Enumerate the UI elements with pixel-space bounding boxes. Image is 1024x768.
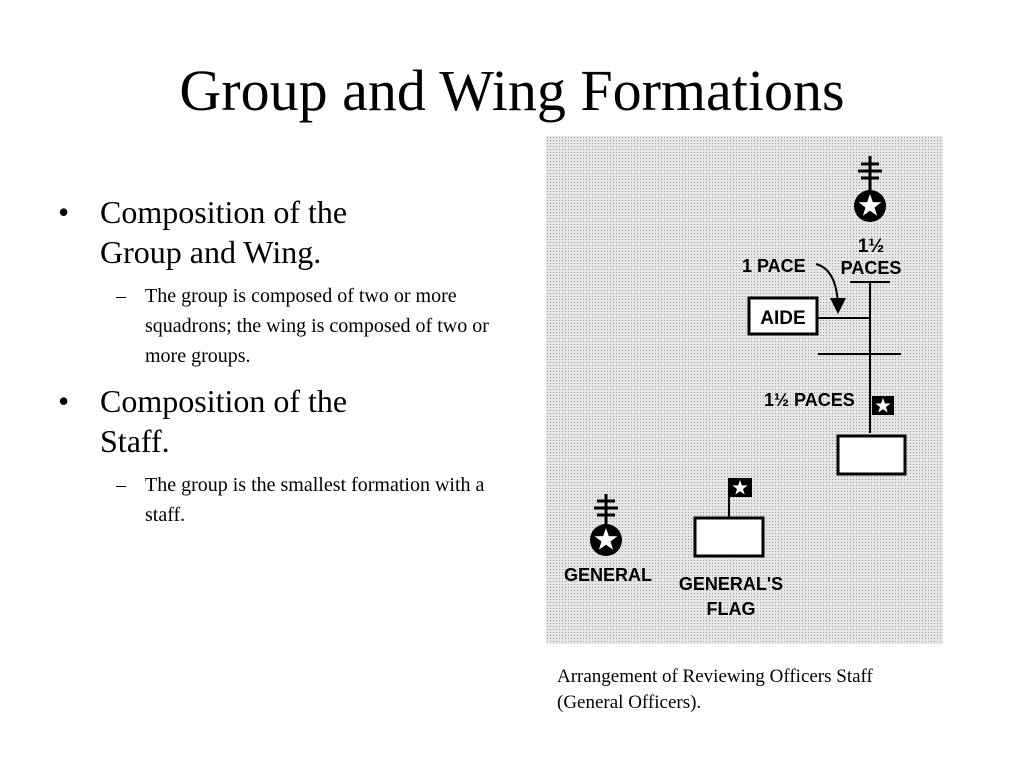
flag-label: FLAG [707, 599, 756, 619]
bullet-marker: • [58, 194, 70, 230]
figure-caption: Arrangement of Reviewing Officers Staff … [557, 666, 873, 713]
staff-flag-icon [872, 396, 894, 415]
aide-box [747, 296, 819, 336]
one-half-paces-label: 1½ PACES [764, 390, 855, 410]
generals-label: GENERAL'S [679, 574, 783, 594]
general-icon [590, 494, 622, 556]
bullet-text: Composition of the Staff. [100, 383, 348, 459]
pace-lines [815, 263, 901, 433]
formation-diagram: AIDE 1 PACE 1½ PACES 1½ PACES GENERAL'S … [546, 136, 943, 644]
general-label: GENERAL [564, 565, 652, 585]
aide-label: AIDE [760, 308, 805, 329]
sub-bullet-text: The group is composed of two or more squ… [145, 285, 489, 367]
staff-box [836, 434, 907, 476]
sub-bullet-marker: – [116, 474, 126, 496]
slide-title: Group and Wing Formations [179, 58, 845, 123]
one-half-label: 1½ [858, 236, 884, 257]
bullet-item: • Composition of the Staff. [58, 381, 400, 461]
one-pace-label: 1 PACE [742, 256, 806, 276]
sub-bullet-marker: – [116, 285, 126, 307]
bullet-text: Composition of the Group and Wing. [100, 194, 348, 270]
sub-bullet-item: – The group is the smallest formation wi… [58, 470, 505, 530]
sub-bullet-text: The group is the smallest formation with… [145, 474, 485, 526]
reviewing-officer-icon [854, 156, 886, 222]
generals-flag-box [693, 516, 765, 558]
formation-diagram-svg: AIDE 1 PACE 1½ PACES 1½ PACES GENERAL'S … [564, 156, 907, 619]
generals-flag-icon [728, 478, 752, 518]
bullet-marker: • [58, 383, 70, 419]
paces-label: PACES [841, 258, 902, 278]
bullet-item: • Composition of the Group and Wing. [58, 192, 400, 272]
bullet-list: • Composition of the Group and Wing. – T… [58, 192, 508, 540]
sub-bullet-item: – The group is composed of two or more s… [58, 281, 505, 371]
